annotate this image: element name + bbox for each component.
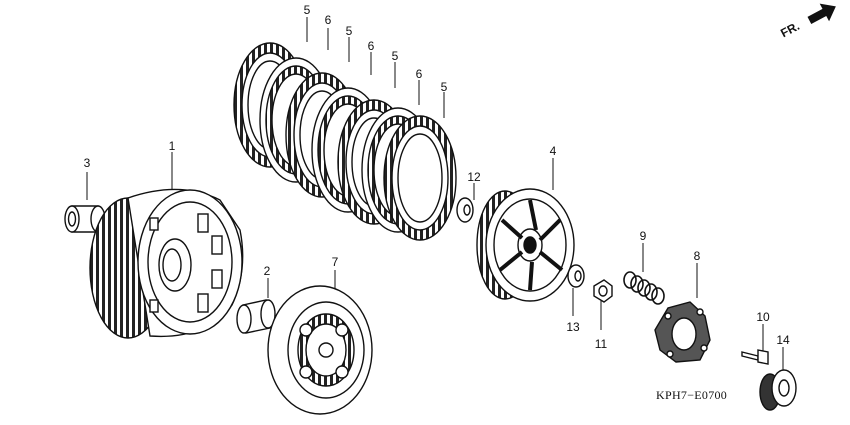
callout-4: 4 — [549, 144, 557, 158]
arrow-right-icon — [807, 3, 836, 24]
callout-6: 6 — [367, 39, 375, 53]
callout-13: 13 — [566, 320, 580, 334]
callout-8: 8 — [693, 249, 701, 263]
callout-6: 6 — [415, 67, 423, 81]
callout-5: 5 — [303, 3, 311, 17]
part-10-bolt — [741, 349, 769, 365]
callout-2: 2 — [263, 264, 271, 278]
callout-3: 3 — [83, 156, 91, 170]
callout-14: 14 — [776, 333, 790, 347]
part-14-bearing — [759, 369, 797, 411]
clutch-plates-stack — [233, 42, 457, 241]
part-4-pressure-plate — [476, 188, 575, 302]
part-12-washer — [456, 197, 474, 223]
part-13-washer — [567, 264, 585, 288]
callout-5: 5 — [345, 24, 353, 38]
part-9-spring — [623, 271, 665, 305]
callout-10: 10 — [756, 310, 770, 324]
part-2-collar — [236, 299, 276, 334]
diagram-code: KPH7−E0700 — [656, 388, 728, 402]
callout-5: 5 — [440, 80, 448, 94]
callout-7: 7 — [331, 255, 339, 269]
leader-lines — [86, 17, 784, 373]
part-8-lifter-plate — [654, 301, 711, 363]
callout-5: 5 — [391, 49, 399, 63]
part-11-nut — [593, 279, 613, 303]
part-1-clutch-outer — [89, 188, 244, 339]
callout-1: 1 — [168, 139, 176, 153]
callout-11: 11 — [594, 337, 608, 351]
part-7-lifter-plate — [267, 285, 373, 415]
callout-12: 12 — [467, 170, 481, 184]
callout-6: 6 — [324, 13, 332, 27]
callout-9: 9 — [639, 229, 647, 243]
front-direction-indicator: FR. — [776, 0, 845, 46]
